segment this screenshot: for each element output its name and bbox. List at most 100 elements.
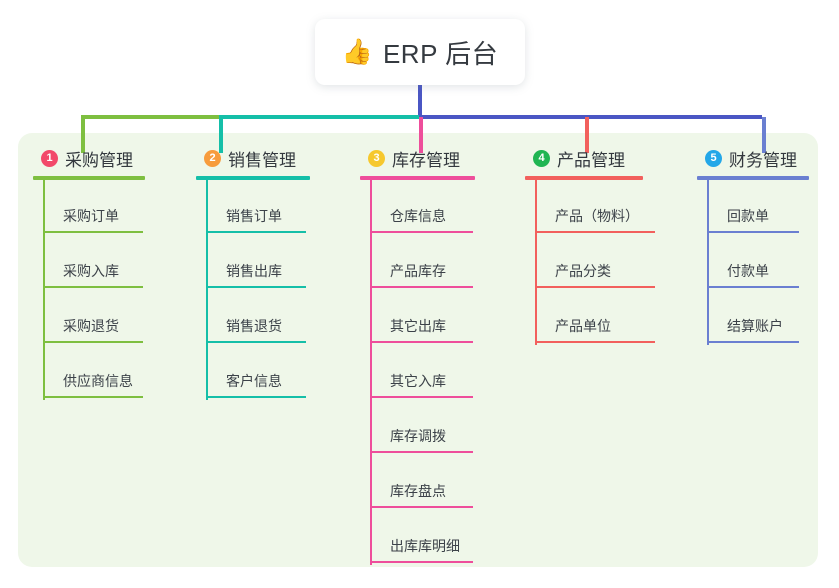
branch-number-badge: 4 — [533, 149, 550, 167]
branch-item-label: 销售订单 — [226, 208, 282, 224]
root-stem-connector — [418, 85, 422, 117]
branch-title: 财务管理 — [729, 150, 797, 170]
branch-column-5: 5 财务管理回款单付款单结算账户 — [697, 146, 839, 345]
branch-item-list: 回款单付款单结算账户 — [707, 180, 839, 345]
branch-item[interactable]: 产品分类 — [535, 235, 695, 290]
branch-item-rule — [43, 341, 143, 343]
branch-spine — [707, 180, 709, 345]
branch-header-rule — [697, 176, 809, 180]
branch-item-rule — [43, 396, 143, 398]
root-node-label: ERP 后台 — [382, 38, 499, 69]
branch-header-rule — [33, 176, 145, 180]
branch-item[interactable]: 产品库存 — [370, 235, 525, 290]
branch-item[interactable]: 产品单位 — [535, 290, 695, 345]
branch-item[interactable]: 供应商信息 — [43, 345, 193, 400]
branch-item[interactable]: 其它出库 — [370, 290, 525, 345]
branch-item[interactable]: 付款单 — [707, 235, 839, 290]
branch-item-rule — [370, 396, 473, 398]
branch-item-rule — [707, 231, 799, 233]
branch-number-badge: 2 — [204, 149, 221, 167]
diagram-panel — [18, 133, 818, 567]
drop-connector-2 — [219, 117, 223, 153]
branch-item[interactable]: 采购订单 — [43, 180, 193, 235]
branch-item-rule — [43, 286, 143, 288]
root-node-card[interactable]: 👍 ERP 后台 — [315, 19, 525, 85]
branch-item-list: 产品（物料） 产品分类产品单位 — [535, 180, 695, 345]
branch-item-rule — [535, 286, 655, 288]
branch-item-rule — [370, 286, 473, 288]
branch-spine — [206, 180, 208, 400]
branch-column-3: 3 库存管理仓库信息产品库存其它出库其它入库库存调拨库存盘点出库库明细 — [360, 146, 525, 565]
branch-item-label: 仓库信息 — [390, 208, 446, 224]
branch-spine — [370, 180, 372, 565]
branch-item[interactable]: 销售出库 — [206, 235, 356, 290]
branch-spine — [43, 180, 45, 400]
branch-item[interactable]: 库存调拨 — [370, 400, 525, 455]
branch-item-rule — [535, 341, 655, 343]
branch-item-label: 客户信息 — [226, 373, 282, 389]
branch-column-4: 4 产品管理产品（物料） 产品分类产品单位 — [525, 146, 695, 345]
branch-item-rule — [43, 231, 143, 233]
bus-segment-2 — [219, 115, 419, 119]
branch-item-label: 产品（物料） — [555, 208, 639, 224]
branch-item[interactable]: 出库库明细 — [370, 510, 525, 565]
branch-item[interactable]: 采购入库 — [43, 235, 193, 290]
branch-item[interactable]: 销售退货 — [206, 290, 356, 345]
branch-item-label: 库存盘点 — [390, 483, 446, 499]
branch-title: 采购管理 — [65, 150, 133, 170]
drop-connector-5 — [762, 117, 766, 153]
branch-item[interactable]: 其它入库 — [370, 345, 525, 400]
branch-item-label: 采购入库 — [63, 263, 119, 279]
branch-item-label: 销售出库 — [226, 263, 282, 279]
branch-item[interactable]: 产品（物料） — [535, 180, 695, 235]
branch-header-5[interactable]: 5 财务管理 — [697, 146, 839, 170]
branch-item-label: 库存调拨 — [390, 428, 446, 444]
branch-item[interactable]: 库存盘点 — [370, 455, 525, 510]
bus-segment-3 — [419, 115, 762, 119]
branch-item[interactable]: 客户信息 — [206, 345, 356, 400]
branch-item-rule — [535, 231, 655, 233]
branch-item-label: 销售退货 — [226, 318, 282, 334]
branch-number-badge: 3 — [368, 149, 385, 167]
branch-header-4[interactable]: 4 产品管理 — [525, 146, 695, 170]
branch-title: 销售管理 — [228, 150, 296, 170]
branch-item-rule — [370, 341, 473, 343]
bus-segment-1 — [81, 115, 219, 119]
branch-item-label: 其它入库 — [390, 373, 446, 389]
branch-item-rule — [370, 451, 473, 453]
branch-item[interactable]: 销售订单 — [206, 180, 356, 235]
branch-item-label: 产品单位 — [555, 318, 611, 334]
branch-title: 库存管理 — [392, 150, 460, 170]
drop-connector-4 — [585, 117, 589, 153]
branch-header-3[interactable]: 3 库存管理 — [360, 146, 525, 170]
branch-header-rule — [525, 176, 643, 180]
branch-item-label: 采购订单 — [63, 208, 119, 224]
branch-item-rule — [206, 231, 306, 233]
branch-column-2: 2 销售管理销售订单销售出库销售退货客户信息 — [196, 146, 356, 400]
drop-connector-1 — [81, 117, 85, 153]
branch-item-label: 出库库明细 — [390, 538, 460, 554]
branch-item-rule — [370, 231, 473, 233]
branch-title: 产品管理 — [557, 150, 625, 170]
branch-item-list: 销售订单销售出库销售退货客户信息 — [206, 180, 356, 400]
branch-item-label: 付款单 — [727, 263, 769, 279]
branch-item-rule — [206, 286, 306, 288]
branch-spine — [535, 180, 537, 345]
branch-item-label: 其它出库 — [390, 318, 446, 334]
branch-item[interactable]: 仓库信息 — [370, 180, 525, 235]
branch-number-badge: 5 — [705, 149, 722, 167]
branch-item-label: 产品分类 — [555, 263, 611, 279]
branch-item-rule — [370, 506, 473, 508]
branch-item[interactable]: 结算账户 — [707, 290, 839, 345]
branch-header-2[interactable]: 2 销售管理 — [196, 146, 356, 170]
branch-item-rule — [206, 341, 306, 343]
thumbs-up-icon: 👍 — [341, 37, 373, 66]
branch-header-rule — [196, 176, 310, 180]
branch-item[interactable]: 回款单 — [707, 180, 839, 235]
branch-header-rule — [360, 176, 475, 180]
branch-item-label: 产品库存 — [390, 263, 446, 279]
branch-item-rule — [707, 286, 799, 288]
branch-item[interactable]: 采购退货 — [43, 290, 193, 345]
